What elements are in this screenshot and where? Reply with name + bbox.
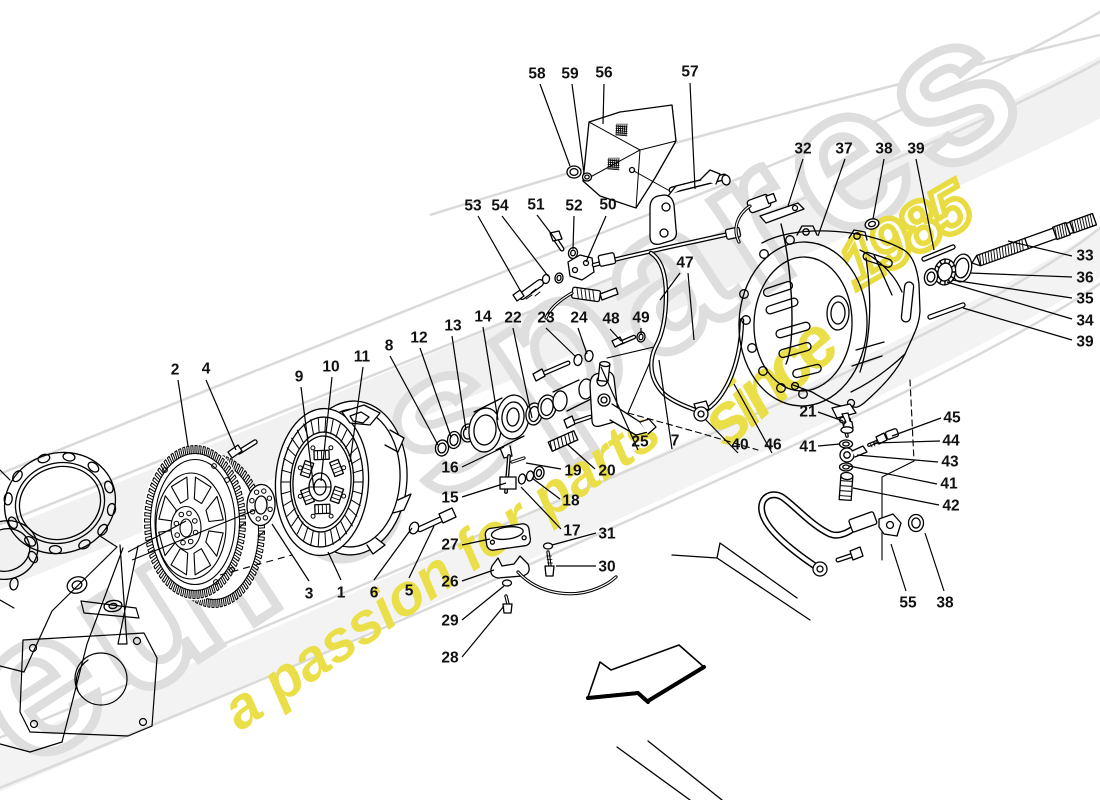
svg-text:3: 3 — [305, 585, 314, 602]
svg-text:39: 39 — [907, 140, 925, 157]
svg-text:27: 27 — [441, 536, 458, 553]
svg-text:48: 48 — [602, 310, 620, 327]
svg-text:35: 35 — [1076, 290, 1094, 307]
svg-text:40: 40 — [731, 436, 748, 453]
svg-text:52: 52 — [565, 197, 582, 214]
svg-text:37: 37 — [835, 140, 852, 157]
svg-text:31: 31 — [598, 525, 616, 542]
svg-text:18: 18 — [562, 492, 580, 509]
svg-text:23: 23 — [537, 309, 555, 326]
svg-text:49: 49 — [632, 309, 650, 326]
svg-text:6: 6 — [370, 584, 379, 601]
svg-text:39: 39 — [1076, 333, 1094, 350]
svg-text:36: 36 — [1076, 269, 1094, 286]
svg-text:54: 54 — [491, 197, 509, 214]
svg-text:11: 11 — [354, 348, 371, 365]
svg-text:53: 53 — [464, 197, 482, 214]
svg-text:38: 38 — [936, 594, 954, 611]
svg-text:17: 17 — [563, 522, 580, 539]
svg-text:1: 1 — [337, 584, 346, 601]
svg-text:33: 33 — [1076, 247, 1094, 264]
svg-text:45: 45 — [943, 409, 961, 426]
svg-text:14: 14 — [474, 308, 492, 325]
svg-text:5: 5 — [405, 582, 414, 599]
svg-text:21: 21 — [799, 403, 817, 420]
svg-text:57: 57 — [681, 63, 698, 80]
svg-text:8: 8 — [385, 337, 394, 354]
svg-text:43: 43 — [941, 453, 959, 470]
svg-text:34: 34 — [1076, 312, 1094, 329]
svg-text:26: 26 — [441, 573, 459, 590]
svg-text:4: 4 — [202, 360, 211, 377]
svg-text:41: 41 — [940, 475, 958, 492]
svg-text:15: 15 — [441, 489, 459, 506]
svg-text:55: 55 — [899, 594, 917, 611]
svg-text:47: 47 — [676, 254, 693, 271]
svg-text:50: 50 — [599, 196, 616, 213]
svg-text:28: 28 — [441, 649, 459, 666]
svg-text:41: 41 — [799, 438, 817, 455]
svg-text:13: 13 — [444, 317, 462, 334]
svg-text:7: 7 — [671, 432, 680, 449]
svg-text:24: 24 — [570, 309, 588, 326]
svg-text:9: 9 — [295, 368, 304, 385]
svg-text:44: 44 — [942, 432, 960, 449]
svg-text:20: 20 — [598, 462, 615, 479]
svg-text:32: 32 — [794, 140, 811, 157]
svg-text:38: 38 — [875, 140, 893, 157]
svg-text:12: 12 — [410, 329, 427, 346]
svg-text:16: 16 — [441, 459, 459, 476]
svg-text:59: 59 — [561, 65, 579, 82]
svg-text:51: 51 — [527, 196, 545, 213]
svg-text:10: 10 — [322, 358, 339, 375]
svg-text:58: 58 — [528, 65, 546, 82]
svg-text:25: 25 — [631, 433, 649, 450]
svg-text:2: 2 — [171, 361, 180, 378]
svg-text:19: 19 — [564, 462, 582, 479]
svg-text:46: 46 — [764, 436, 782, 453]
svg-text:30: 30 — [598, 558, 615, 575]
svg-text:56: 56 — [595, 64, 613, 81]
svg-text:29: 29 — [441, 612, 459, 629]
svg-text:22: 22 — [504, 309, 521, 326]
svg-text:42: 42 — [942, 497, 959, 514]
